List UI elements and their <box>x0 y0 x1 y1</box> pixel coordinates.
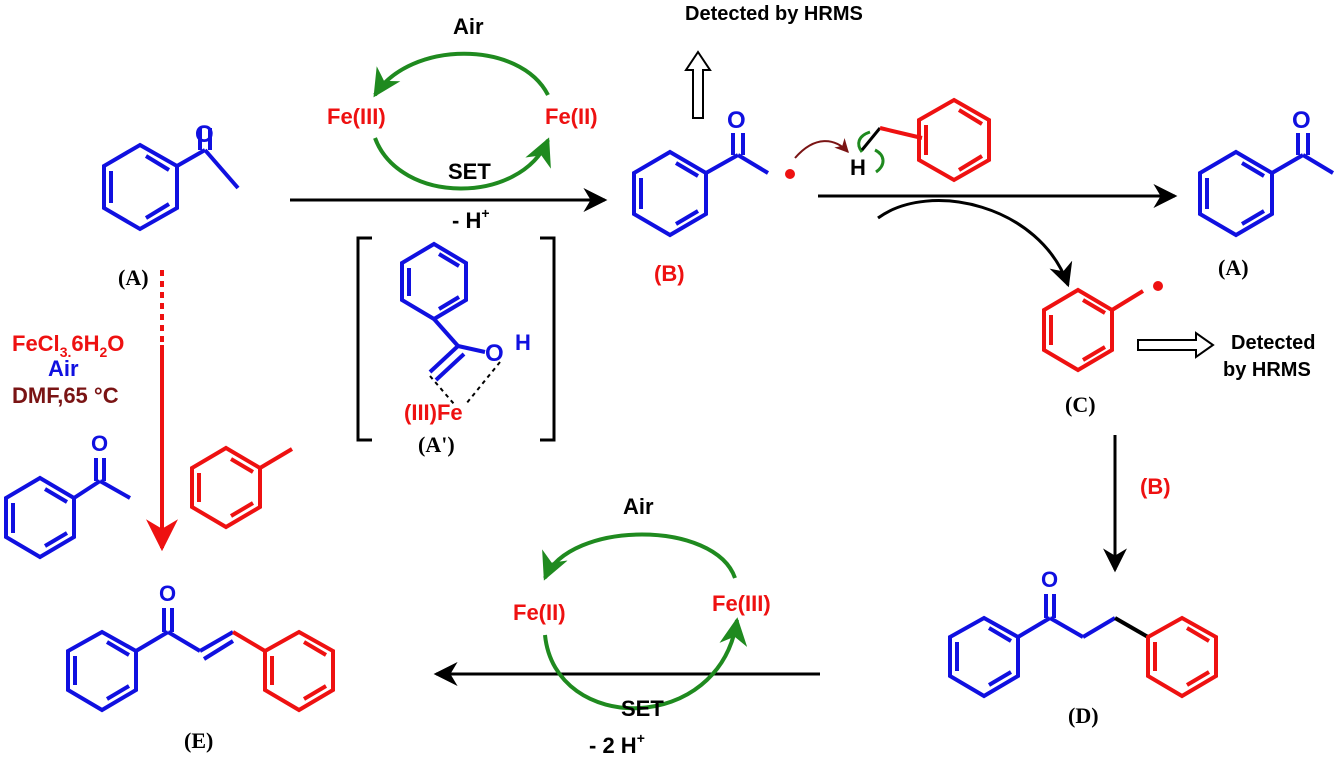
o-atom-a-right: O <box>1292 107 1311 134</box>
molecule-a-right <box>1198 133 1335 238</box>
o-atom-d: O <box>1041 567 1058 592</box>
o-atom-e: O <box>159 581 176 606</box>
label-c: (C) <box>1065 392 1096 417</box>
fe2-bottom-label: Fe(II) <box>513 600 566 625</box>
iii-fe-label: (III)Fe <box>404 400 463 425</box>
cycle-arc-bottom-air <box>542 532 737 581</box>
fishhook-right <box>874 148 885 174</box>
label-a-right: (A) <box>1218 255 1249 280</box>
h-atom-toluene: H <box>850 155 866 180</box>
set-bottom-label: SET <box>621 696 664 721</box>
cycle-arc-top-air <box>373 51 550 98</box>
molecule-c-benzyl-radical <box>1042 287 1145 373</box>
minus-2h-label: - 2 H+ <box>589 730 645 758</box>
label-b-mid: (B) <box>1140 474 1171 499</box>
radical-dot-c <box>1153 281 1163 291</box>
h-atom-aprime: H <box>515 330 531 355</box>
air-bottom-label: Air <box>623 494 654 519</box>
o-atom-aprime: O <box>485 340 504 367</box>
detected-c-line1: Detected <box>1231 332 1315 354</box>
h-abstraction-arrow <box>794 138 849 159</box>
toluene-methyl-h <box>860 97 991 183</box>
hollow-arrow-up <box>684 50 712 119</box>
o-atom-small: O <box>91 431 108 456</box>
reactant-toluene <box>190 445 294 530</box>
molecule-e-chalcone <box>66 608 335 713</box>
cycle-arc-bottom-set <box>543 617 748 711</box>
conditions-dmf: DMF,65 °C <box>12 383 119 408</box>
minus-h-label: - H+ <box>452 205 490 233</box>
molecule-d-product <box>948 594 1218 699</box>
label-b: (B) <box>654 261 685 286</box>
air-top-label: Air <box>453 14 484 39</box>
hollow-arrow-right <box>1137 331 1215 359</box>
conditions-air: Air <box>48 356 79 381</box>
radical-dot-b <box>785 169 795 179</box>
fishhook-left <box>857 130 871 153</box>
conditions-fecl3: FeCl3.6H2O <box>12 331 124 360</box>
reactant-acetophenone <box>4 458 131 560</box>
label-a-prime: (A') <box>418 432 455 457</box>
detected-top-label: Detected by HRMS <box>685 3 863 25</box>
label-e: (E) <box>184 728 213 753</box>
label-d: (D) <box>1068 703 1099 728</box>
molecule-a-acetophenone <box>102 128 240 232</box>
fe3-bottom-label: Fe(III) <box>712 591 771 616</box>
fe3-top-label: Fe(III) <box>327 104 386 129</box>
molecule-b-radical <box>632 133 770 238</box>
fe2-top-label: Fe(II) <box>545 104 598 129</box>
label-a-left: (A) <box>118 265 149 290</box>
cycle-arc-top-set <box>373 137 551 191</box>
set-top-label: SET <box>448 159 491 184</box>
o-atom-a: O <box>195 121 214 148</box>
curved-arrow-to-c <box>877 199 1073 288</box>
intermediate-a-prime <box>356 236 556 442</box>
o-atom-b: O <box>727 107 746 134</box>
detected-c-line2: by HRMS <box>1223 359 1311 381</box>
